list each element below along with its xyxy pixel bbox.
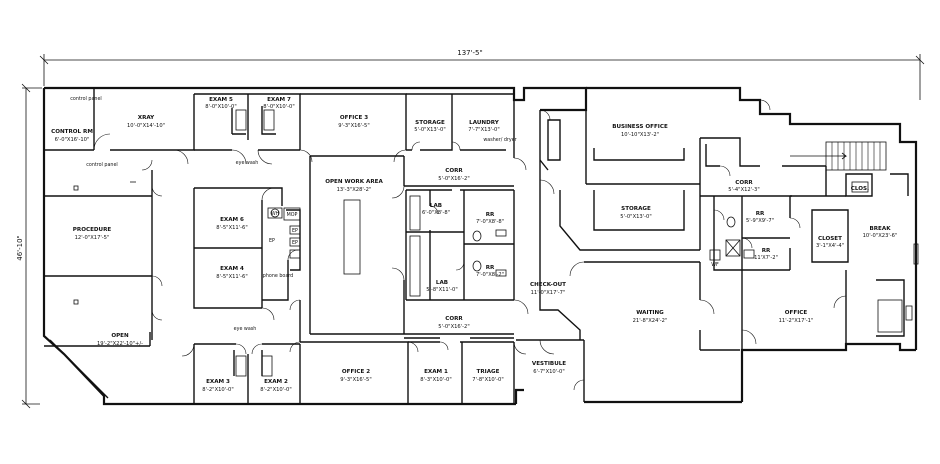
ep-label-3: EP	[292, 240, 298, 246]
stair	[790, 141, 887, 171]
room-open-name: OPEN	[111, 333, 129, 339]
room-corr1-dim: 5'-0"X16'-2"	[438, 176, 469, 182]
room-exam3-name: EXAM 3	[206, 379, 230, 385]
room-corr3-dim: 5'-4"X12'-3"	[728, 187, 759, 193]
room-waiting-name: WAITING	[636, 310, 664, 316]
room-exam1-dim: 8'-3"X10'-0"	[420, 377, 451, 383]
room-xray-name: XRAY	[138, 115, 155, 121]
room-office2-name: OFFICE 2	[342, 369, 370, 375]
room-rr2-name: RR	[486, 265, 495, 271]
mop-label: MOP	[287, 212, 298, 218]
room-exam5-dim: 8'-0"X10'-0"	[205, 104, 236, 110]
room-rr4-name: RR	[762, 248, 771, 254]
room-lab-top-name: LAB	[430, 203, 442, 209]
eye-wash-label-bot: eye wash	[234, 326, 257, 332]
room-procedure-name: PROCEDURE	[73, 227, 112, 233]
room-rr2-dim: 7'-0"X8'-2"	[476, 272, 504, 278]
room-business-dim: 10'-10"X13'-2"	[621, 132, 659, 138]
room-storage2-name: STORAGE	[621, 206, 651, 212]
room-control-rm-name: CONTROL RM	[51, 129, 93, 135]
room-office3-name: OFFICE 3	[340, 115, 368, 121]
room-exam4-name: EXAM 4	[220, 266, 244, 272]
room-vestibule-name: VESTIBULE	[532, 361, 566, 367]
eye-wash-label-top: eye wash	[236, 160, 259, 166]
room-corr2-dim: 5'-0"X16'-2"	[438, 324, 469, 330]
room-triage-name: TRIAGE	[477, 369, 500, 375]
water-fountain-label: WF	[711, 262, 719, 268]
room-office2-dim: 9'-3"X16'-5"	[340, 377, 371, 383]
room-lab-bot-dim: 5'-8"X11'-0"	[426, 287, 457, 293]
ep-label-2: EP	[292, 228, 298, 234]
room-triage-dim: 7'-8"X10'-0"	[472, 377, 503, 383]
room-exam1-name: EXAM 1	[424, 369, 448, 375]
overall-width-dimension: 137'-5"	[457, 49, 482, 57]
overall-depth-dimension: 46'-10"	[16, 235, 24, 260]
room-laundry-name: LAUNDRY	[469, 120, 500, 126]
room-rr1-name: RR	[486, 212, 495, 218]
room-rr4-dim: 11'X7'-2"	[754, 255, 778, 261]
water-heater-label: WH	[271, 211, 280, 217]
room-break-name: BREAK	[869, 226, 891, 232]
room-xray-dim: 10'-0"X14'-10"	[127, 123, 165, 129]
room-exam7-dim: 8'-0"X10'-0"	[263, 104, 294, 110]
room-corr3-name: CORR	[735, 180, 753, 186]
room-open-work-name: OPEN WORK AREA	[325, 179, 383, 185]
room-storage1-dim: 5'-0"X13'-0"	[414, 127, 445, 133]
door-swings	[93, 99, 847, 391]
room-checkout-dim: 11'-0"X17'-7"	[531, 290, 566, 296]
room-corr1-name: CORR	[445, 168, 463, 174]
room-exam6-name: EXAM 6	[220, 217, 244, 223]
room-office-r-dim: 11'-2"X17'-1"	[779, 318, 814, 324]
control-panel-label-top: control panel	[70, 96, 101, 102]
room-clos-name: CLOS.	[851, 186, 869, 192]
room-exam3-dim: 8'-2"X10'-0"	[202, 387, 233, 393]
room-corr2-name: CORR	[445, 316, 463, 322]
room-exam5-name: EXAM 5	[209, 97, 233, 103]
room-exam2-dim: 8'-2"X10'-0"	[260, 387, 291, 393]
ep-label-1: EP	[269, 238, 275, 244]
room-closet-dim: 3'-1"X4'-4"	[816, 243, 844, 249]
exterior-walls	[42, 86, 918, 406]
room-storage2-dim: 5'-0"X13'-0"	[620, 214, 651, 220]
room-office-r-name: OFFICE	[785, 310, 808, 316]
interior-walls	[44, 88, 909, 404]
room-closet-name: CLOSET	[818, 236, 842, 242]
room-business-name: BUSINESS OFFICE	[612, 124, 668, 130]
room-exam7-name: EXAM 7	[267, 97, 291, 103]
room-exam4-dim: 8'-5"X11'-6"	[216, 274, 247, 280]
room-open-work-dim: 13'-3"X28'-2"	[337, 187, 372, 193]
phone-board-label: phone board	[263, 273, 293, 279]
room-waiting-dim: 21'-8"X24'-2"	[633, 318, 668, 324]
room-labels: XRAY 10'-0"X14'-10" CONTROL RM 6'-0"X16'…	[51, 97, 897, 393]
room-rr3-dim: 5'-9"X9'-7"	[746, 218, 774, 224]
room-storage1-name: STORAGE	[415, 120, 445, 126]
room-laundry-dim: 7'-7"X13'-0"	[468, 127, 499, 133]
control-panel-label-mid: control panel	[86, 162, 117, 168]
room-exam2-name: EXAM 2	[264, 379, 288, 385]
room-lab-top-dim: 6'-0"X8'-8"	[422, 210, 450, 216]
room-lab-bot-name: LAB	[436, 280, 448, 286]
room-vestibule-dim: 6'-7"X10'-0"	[533, 369, 564, 375]
room-procedure-dim: 12'-0"X17'-5"	[75, 235, 110, 241]
room-rr3-name: RR	[756, 211, 765, 217]
room-exam6-dim: 8'-5"X11'-6"	[216, 225, 247, 231]
room-control-rm-dim: 6'-0"X16'-10"	[55, 137, 90, 143]
room-office3-dim: 9'-3"X16'-5"	[338, 123, 369, 129]
fixtures	[73, 109, 919, 377]
room-open-dim: 19'-2"X22'-10"+/-	[97, 341, 143, 347]
dimension-lines: 137'-5" 46'-10"	[16, 49, 925, 409]
room-rr1-dim: 7'-0"X8'-8"	[476, 219, 504, 225]
washer-dryer-label: washer/ dryer	[483, 137, 516, 143]
room-checkout-name: CHECK-OUT	[530, 282, 566, 288]
room-break-dim: 10'-0"X23'-6"	[863, 233, 898, 239]
annotations: control panel control panel eye wash eye…	[70, 96, 719, 332]
